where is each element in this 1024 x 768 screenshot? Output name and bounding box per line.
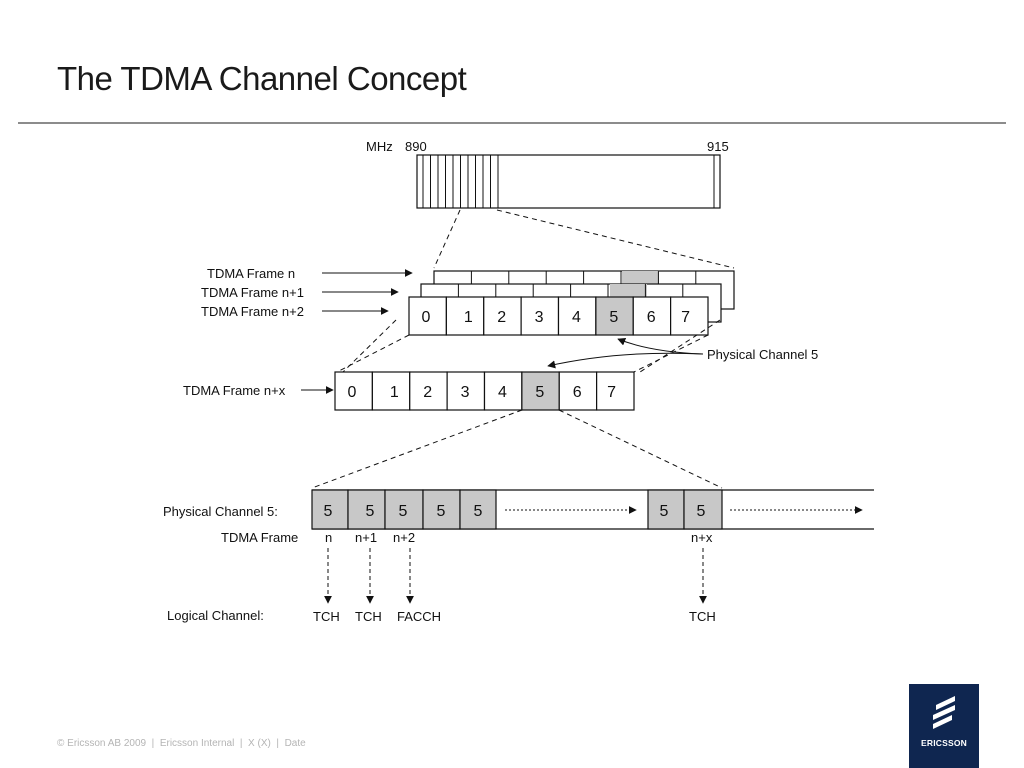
- frame-n2-slot-label-7: 7: [681, 309, 690, 326]
- frame-nx-slot-0: [334, 371, 373, 411]
- physical-channel-cell-label: 5: [437, 503, 446, 520]
- frame-index-row-label: TDMA Frame: [221, 530, 298, 545]
- frame-nx-slot-7: [596, 371, 635, 411]
- frame-index-n2: n+2: [393, 530, 415, 545]
- frame-n2-slot-7: [670, 296, 709, 336]
- callout-arrow-upper: [617, 338, 704, 355]
- label-frame-n2: TDMA Frame n+2: [201, 304, 304, 319]
- footer: © Ericsson AB 2009 | Ericsson Internal |…: [57, 738, 306, 749]
- logical-channel-tch-3: TCH: [689, 609, 716, 624]
- logical-channel-tch-2: TCH: [355, 609, 382, 624]
- logical-channel-facch: FACCH: [397, 609, 441, 624]
- frequency-band: MHz 890 915: [366, 139, 729, 209]
- label-frame-nx: TDMA Frame n+x: [183, 383, 286, 398]
- frame-n2-slot-1: [445, 296, 485, 336]
- frame-nx-slot-label-0: 0: [348, 384, 357, 401]
- physical-channel-cell-label: 5: [366, 503, 375, 520]
- frame-nx-slot-label-7: 7: [607, 384, 616, 401]
- ericsson-logo-icon: [933, 696, 955, 729]
- frame-nx-slots: 0 1 2 3 4 5 6 7: [334, 371, 635, 411]
- physical-channel-cell: [459, 489, 497, 530]
- logical-channel-row: Logical Channel: TCH TCH FACCH TCH: [167, 608, 716, 624]
- physical-channel-cell-label: 5: [399, 503, 408, 520]
- footer-date: Date: [284, 738, 306, 749]
- footer-page: X (X): [248, 738, 271, 749]
- frame-nx-slot-2: [409, 371, 448, 411]
- frame-n2-slot-4: [557, 296, 597, 336]
- physical-channel-cell-label: 5: [697, 503, 706, 520]
- zoom-lines-frames: [336, 319, 721, 373]
- frame-n2-slot-label-0: 0: [422, 309, 431, 326]
- ericsson-logo: ERICSSON: [909, 684, 979, 768]
- frame-n2-slot-label-2: 2: [497, 309, 506, 326]
- band-unit-label: MHz: [366, 139, 393, 154]
- band-start-label: 890: [405, 139, 427, 154]
- frame-n2-slot-label-3: 3: [535, 309, 544, 326]
- frame-n2-slot-label-5: 5: [609, 309, 618, 326]
- frame-nx-slot-5: [521, 371, 560, 411]
- physical-channel-callout: Physical Channel 5: [547, 338, 818, 369]
- frame-nx-slot-label-1: 1: [390, 384, 399, 401]
- frame-n2-front: 0 1 2 3 4 5 6 7: [408, 296, 709, 336]
- physical-channel-cell-label: 5: [474, 503, 483, 520]
- frame-nx-slot-label-3: 3: [461, 384, 470, 401]
- zoom-lines-band: [433, 209, 735, 269]
- physical-channel-cell-label: 5: [324, 503, 333, 520]
- frame-n2-slot-3: [520, 296, 560, 336]
- title-divider: [18, 122, 1006, 124]
- footer-separator: |: [276, 738, 279, 749]
- frame-n2-slot-6: [632, 296, 672, 336]
- frame-nx-slot-3: [446, 371, 486, 411]
- frame-index-n: n: [325, 530, 332, 545]
- frame-index-n1: n+1: [355, 530, 377, 545]
- frame-n2-slot-label-1: 1: [464, 309, 473, 326]
- frame-n2-slot-5: [595, 296, 634, 336]
- footer-copyright: © Ericsson AB 2009: [57, 738, 147, 749]
- frame-n1-slot-5-highlight: [610, 284, 647, 297]
- label-frame-n: TDMA Frame n: [207, 266, 295, 281]
- frame-index-row: TDMA Frame n n+1 n+2 n+x: [221, 530, 713, 545]
- frame-nx-slot-label-2: 2: [423, 384, 432, 401]
- physical-channel-cell: [683, 489, 723, 530]
- frame-nx-slot-1: [371, 371, 411, 411]
- footer-classification: Ericsson Internal: [159, 738, 235, 749]
- zoom-lines-slot: [311, 409, 723, 489]
- band-end-label: 915: [707, 139, 729, 154]
- frame-index-nx: n+x: [691, 530, 713, 545]
- logical-channel-row-label: Logical Channel:: [167, 608, 264, 623]
- frame-nx-slot-label-4: 4: [498, 384, 507, 401]
- physical-channel-cell: [647, 489, 685, 530]
- physical-channel-callout-label: Physical Channel 5: [707, 347, 818, 362]
- frame-labels: TDMA Frame n TDMA Frame n+1 TDMA Frame n…: [201, 266, 413, 319]
- frame-nx-slot-label-6: 6: [573, 384, 582, 401]
- ericsson-wordmark: ERICSSON: [921, 738, 967, 748]
- frame-nx-slot-label-5: 5: [535, 384, 544, 401]
- mapping-arrows: [324, 548, 707, 604]
- label-frame-n1: TDMA Frame n+1: [201, 285, 304, 300]
- logical-channel-tch-1: TCH: [313, 609, 340, 624]
- footer-separator: |: [239, 738, 243, 749]
- callout-arrow-lower: [547, 352, 704, 369]
- frame-stack: 0 1 2 3 4 5 6 7: [408, 270, 735, 336]
- frame-n2-slot-label-6: 6: [647, 309, 656, 326]
- physical-channel-cell: [422, 489, 461, 530]
- physical-channel-row-label: Physical Channel 5:: [163, 504, 278, 519]
- physical-channel-row: Physical Channel 5: 5 5 5 5 5 5 5: [163, 489, 874, 530]
- carrier-lines: [422, 155, 499, 208]
- frame-nx: TDMA Frame n+x 0 1 2 3 4 5 6 7: [183, 371, 635, 411]
- band-rectangle: [416, 154, 721, 209]
- footer-separator: |: [151, 738, 155, 749]
- physical-channel-cell: [384, 489, 424, 530]
- frame-n-slot-5-highlight: [622, 271, 659, 284]
- physical-channel-cell-label: 5: [660, 503, 669, 520]
- frame-n2-slot-label-4: 4: [572, 309, 581, 326]
- page-title: The TDMA Channel Concept: [57, 60, 467, 97]
